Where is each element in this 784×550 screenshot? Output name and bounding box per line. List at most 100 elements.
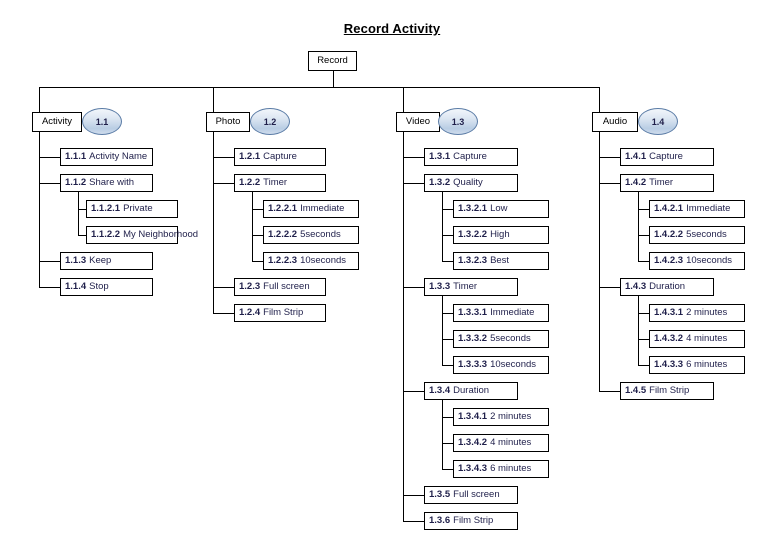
badge-audio[interactable]: 1.4	[638, 108, 678, 135]
tick-1.3.4.1	[442, 417, 453, 418]
tick-1.4.2.2	[638, 235, 649, 236]
branch-spine-video	[403, 132, 404, 521]
node-number: 1.1.2.1	[91, 203, 121, 215]
branch-node-photo[interactable]: Photo	[206, 112, 250, 132]
node-number: 1.3.3	[429, 281, 451, 293]
tick-1.1.3	[39, 261, 60, 262]
node-label: Share with	[89, 177, 135, 189]
tick-1.3.3	[403, 287, 424, 288]
branch-node-activity[interactable]: Activity	[32, 112, 82, 132]
tick-1.3.4.2	[442, 443, 453, 444]
node-label: Photo	[215, 116, 241, 128]
branch-drop-video	[403, 87, 404, 112]
node-label: Capture	[263, 151, 297, 163]
node-label: Timer	[649, 177, 674, 189]
node-label: Immediate	[686, 203, 731, 215]
node-label: Capture	[453, 151, 487, 163]
tick-1.1.2	[39, 183, 60, 184]
tick-1.3.6	[403, 521, 424, 522]
node-label: Quality	[453, 177, 483, 189]
node-label: Activity	[41, 116, 73, 128]
node-number: 1.1.3	[65, 255, 87, 267]
substem-1.4.2	[638, 192, 639, 261]
substem-1.2.2	[252, 192, 253, 261]
node-number: 1.3.1	[429, 151, 451, 163]
node-label: 5seconds	[300, 229, 341, 241]
node-number: 1.4.5	[625, 385, 647, 397]
branch-node-video[interactable]: Video	[396, 112, 440, 132]
tick-1.3.3.1	[442, 313, 453, 314]
tick-1.3.2.3	[442, 261, 453, 262]
tick-1.4.2.3	[638, 261, 649, 262]
node-number: 1.3.5	[429, 489, 451, 501]
node-label: Timer	[263, 177, 288, 189]
node-label: 10seconds	[686, 255, 733, 267]
node-label: Video	[405, 116, 431, 128]
badge-activity[interactable]: 1.1	[82, 108, 122, 135]
badge-photo[interactable]: 1.2	[250, 108, 290, 135]
node-number: 1.4.3.2	[654, 333, 684, 345]
tick-1.4.2	[599, 183, 620, 184]
node-label: 6 minutes	[490, 463, 532, 475]
tick-1.4.3	[599, 287, 620, 288]
tick-1.4.3.3	[638, 365, 649, 366]
tick-1.4.5	[599, 391, 620, 392]
badge-video[interactable]: 1.3	[438, 108, 478, 135]
node-number: 1.4.3	[625, 281, 647, 293]
branch-node-audio[interactable]: Audio	[592, 112, 638, 132]
node-label: Duration	[649, 281, 686, 293]
root-node-record[interactable]: Record	[308, 51, 357, 71]
node-number: 1.3.6	[429, 515, 451, 527]
node-label: Timer	[453, 281, 478, 293]
node-label: 4 minutes	[686, 333, 728, 345]
tick-1.1.4	[39, 287, 60, 288]
